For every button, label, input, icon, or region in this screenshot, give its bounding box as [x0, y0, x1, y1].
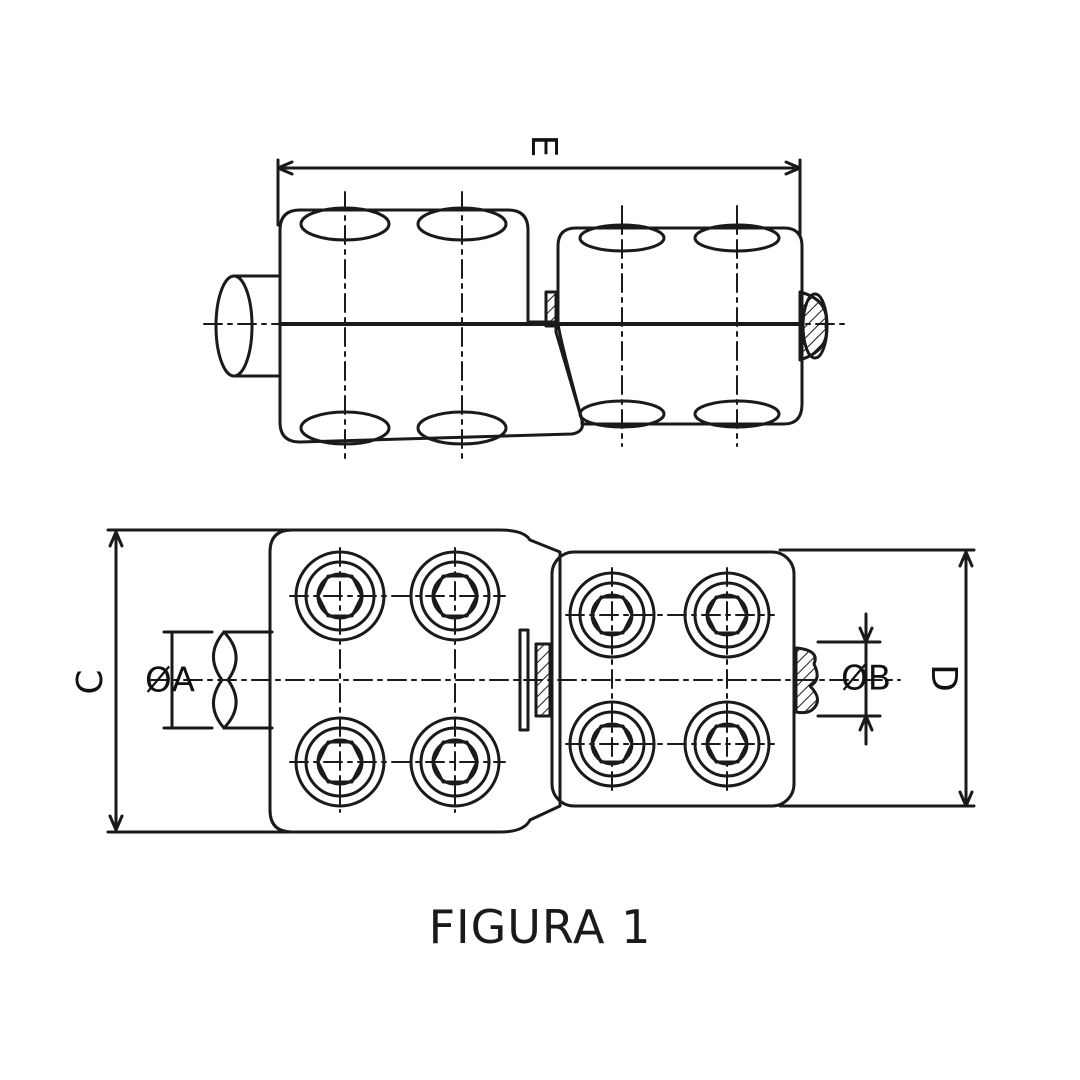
body-large-plan — [268, 528, 562, 834]
conductor-a-side — [214, 274, 280, 378]
dimension-a — [162, 630, 214, 730]
label-a: ØA — [145, 661, 195, 701]
label-c: C — [70, 669, 111, 694]
label-e: E — [523, 135, 564, 158]
figure-caption: FIGURA 1 — [428, 900, 652, 954]
conductor-b-side — [798, 290, 829, 362]
body-large-side — [278, 208, 584, 444]
dimension-c — [106, 528, 292, 834]
label-b: ØB — [841, 659, 891, 699]
dimension-d — [778, 548, 976, 808]
side-view — [214, 158, 829, 446]
side-view-centerlines — [203, 191, 849, 459]
dimension-e — [276, 158, 802, 237]
label-d: D — [923, 664, 964, 692]
plan-view-centerlines — [149, 547, 901, 813]
